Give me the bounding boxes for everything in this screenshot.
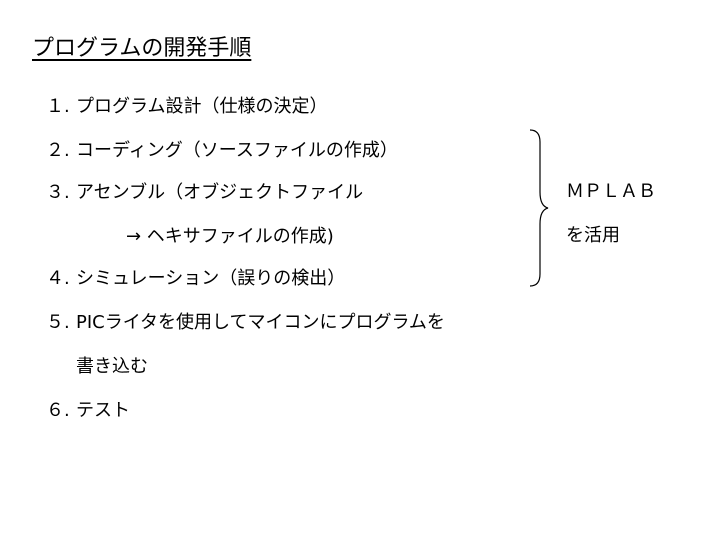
step-text: プログラム設計（仕様の決定） [76,96,328,117]
step-3: ３. アセンブル（オブジェクトファイル [46,178,363,204]
step-text: 書き込む [76,356,148,377]
page-title: プログラムの開発手順 [32,36,252,61]
step-5-continuation: 書き込む [76,352,148,378]
step-text: シミュレーション（誤りの検出） [76,268,346,289]
tool-note: を活用 [566,225,620,246]
curly-brace [529,129,549,287]
step-3-continuation: → ヘキサファイルの作成) [126,222,334,248]
step-number: ６. [46,400,70,421]
step-number: ２. [46,140,70,161]
step-number: ４. [46,268,70,289]
step-text: → ヘキサファイルの作成) [126,226,334,247]
step-4: ４. シミュレーション（誤りの検出） [46,264,345,290]
tool-name: ＭＰＬＡＢ [566,181,656,202]
step-5: ５. PICライタを使用してマイコンにプログラムを [46,308,445,334]
step-text: アセンブル（オブジェクトファイル [76,182,364,203]
step-number: ３. [46,182,70,203]
step-1: １. プログラム設計（仕様の決定） [46,92,327,118]
step-text: テスト [76,400,130,421]
step-number: １. [46,96,70,117]
step-6: ６. テスト [46,396,130,422]
step-2: ２. コーディング（ソースファイルの作成） [46,136,398,162]
step-text: PICライタを使用してマイコンにプログラムを [76,312,445,333]
step-text: コーディング（ソースファイルの作成） [76,140,398,161]
step-number: ５. [46,312,70,333]
